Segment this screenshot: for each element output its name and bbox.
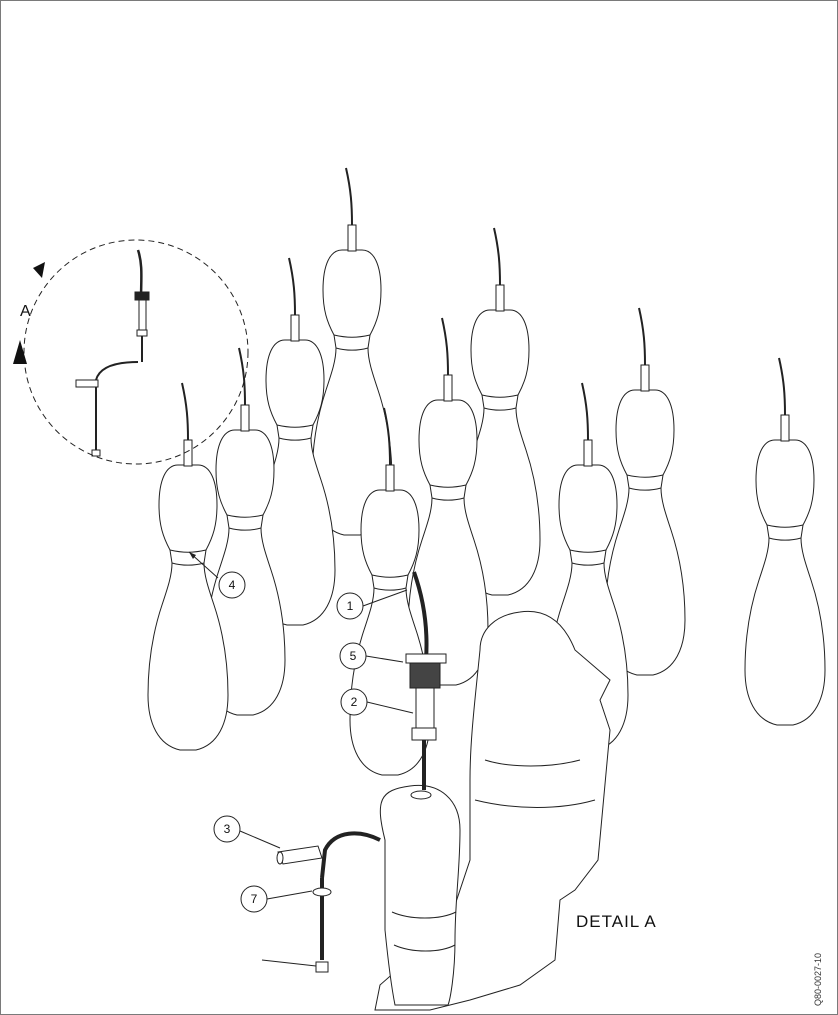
document-number: Q80-0027-10 (813, 952, 823, 1006)
detail-circle (23, 239, 249, 465)
small-hardware (75, 249, 150, 457)
callout-5-number: 5 (350, 649, 357, 663)
detail-title: DETAIL A (576, 912, 657, 931)
callout-1 (336, 589, 408, 620)
callout-2 (340, 688, 414, 716)
callout-4 (188, 551, 246, 599)
callout-3 (213, 815, 281, 849)
view-label: A (20, 303, 31, 320)
callout-5 (339, 642, 404, 670)
pin-back-center (311, 167, 393, 536)
callout-7-number: 7 (251, 892, 258, 906)
callout-4-number: 4 (229, 578, 236, 592)
callout-7 (240, 885, 313, 913)
view-arrows (13, 262, 45, 364)
callout-2-number: 2 (351, 695, 358, 709)
detail-view (374, 610, 611, 1011)
callout-1-number: 1 (347, 599, 354, 613)
pin-front-left (147, 382, 229, 751)
pin-far-right (744, 357, 826, 726)
leader-line (261, 959, 317, 967)
detail-hardware (276, 571, 447, 973)
callout-3-number: 3 (224, 822, 231, 836)
